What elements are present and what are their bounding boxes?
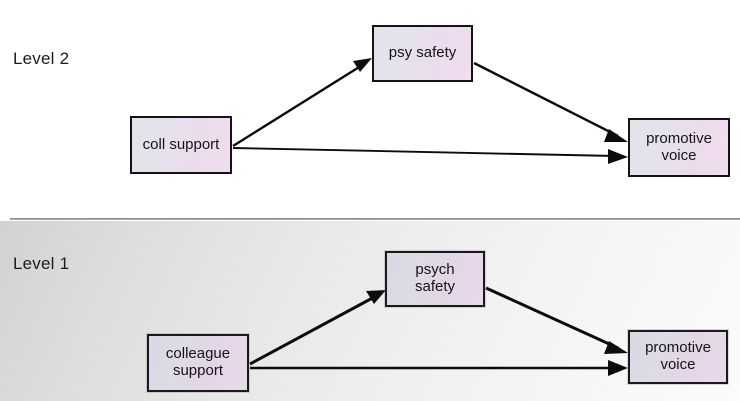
node-promotive-voice-bottom-line2: voice xyxy=(660,356,696,373)
node-promotive-voice-top-line2: voice xyxy=(661,146,697,164)
node-psy-safety-label: psy safety xyxy=(388,44,457,62)
node-promotive-voice-bottom-line1: promotive xyxy=(645,339,711,357)
node-psych-safety-line2: safety xyxy=(414,278,456,295)
level-2-panel xyxy=(0,0,740,219)
node-colleague-support-line1: colleague xyxy=(165,345,231,363)
node-promotive-voice-top[interactable]: promotive voice xyxy=(628,118,730,177)
node-coll-support[interactable]: coll support xyxy=(130,116,232,174)
node-promotive-voice-bottom[interactable]: promotive voice xyxy=(628,330,728,384)
node-promotive-voice-top-text: promotive voice xyxy=(646,129,712,165)
panel-divider xyxy=(10,218,740,220)
node-psych-safety-text: psych safety xyxy=(414,261,456,296)
node-colleague-support[interactable]: colleague support xyxy=(147,334,249,392)
node-colleague-support-line2: support xyxy=(172,362,224,379)
node-psych-safety-line1: psych xyxy=(415,261,455,279)
node-promotive-voice-bottom-text: promotive voice xyxy=(645,339,711,374)
level-1-label: Level 1 xyxy=(13,254,70,273)
node-psych-safety[interactable]: psych safety xyxy=(385,251,485,307)
node-psy-safety[interactable]: psy safety xyxy=(372,25,473,82)
node-coll-support-label: coll support xyxy=(142,135,220,153)
node-promotive-voice-top-line1: promotive xyxy=(646,129,712,147)
node-colleague-support-text: colleague support xyxy=(165,345,231,380)
level-2-label: Level 2 xyxy=(13,49,70,68)
